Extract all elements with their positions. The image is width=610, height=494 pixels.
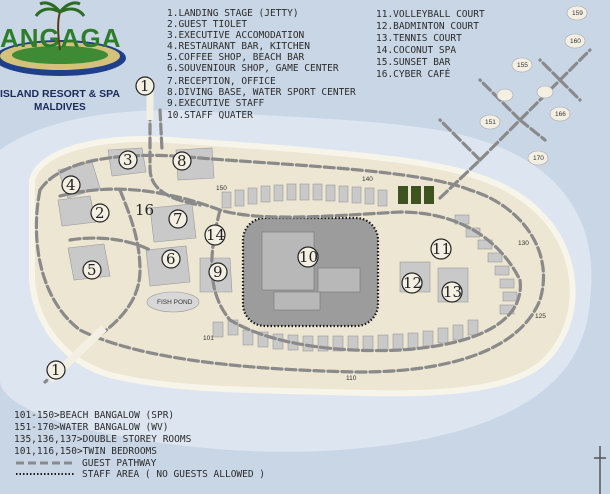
svg-text:151: 151: [485, 119, 496, 126]
beach-bungalows-south: [212, 319, 479, 352]
svg-text:8: 8: [177, 152, 187, 170]
beach-bungalow-numbers: 150 140 130 125 101 110: [203, 176, 546, 382]
svg-text:101,116,150>TWIN BEDROOMS: 101,116,150>TWIN BEDROOMS: [14, 446, 157, 457]
svg-text:2.GUEST TIOLET: 2.GUEST TIOLET: [167, 19, 247, 30]
svg-text:135,136,137>DOUBLE STOREY ROOM: 135,136,137>DOUBLE STOREY ROOMS: [14, 434, 192, 445]
svg-text:3: 3: [123, 151, 133, 169]
svg-text:110: 110: [346, 375, 357, 382]
svg-text:14.COCONUT SPA: 14.COCONUT SPA: [376, 45, 456, 56]
marker-8[interactable]: 8: [172, 151, 192, 171]
svg-text:1: 1: [51, 361, 61, 379]
marker-16[interactable]: 16: [135, 201, 154, 219]
svg-text:6.SOUVENIOUR SHOP, GAME CENTER: 6.SOUVENIOUR SHOP, GAME CENTER: [167, 63, 339, 74]
marker-9[interactable]: 9: [208, 262, 228, 282]
marker-11[interactable]: 11: [430, 238, 452, 260]
marker-2[interactable]: 2: [90, 203, 110, 223]
svg-text:15.SUNSET BAR: 15.SUNSET BAR: [376, 57, 451, 68]
svg-text:2: 2: [95, 204, 105, 222]
legend-facilities-left: 1.LANDING STAGE (JETTY) 2.GUEST TIOLET 3…: [167, 8, 356, 121]
svg-text:12: 12: [403, 274, 422, 292]
beach-bungalows-north: [221, 183, 388, 209]
logo-line1: ISLAND RESORT & SPA: [0, 88, 120, 100]
svg-text:125: 125: [535, 313, 546, 320]
svg-text:101-150>BEACH BANGALOW (SPR): 101-150>BEACH BANGALOW (SPR): [14, 410, 174, 421]
logo-name: ANGAGA: [0, 23, 122, 53]
palm-icon: [34, 1, 86, 51]
svg-text:155: 155: [517, 62, 528, 69]
svg-text:3.EXECUTIVE ACCOMODATION: 3.EXECUTIVE ACCOMODATION: [167, 30, 305, 41]
svg-text:160: 160: [570, 38, 581, 45]
marker-1-jetty[interactable]: 1: [46, 360, 66, 380]
svg-text:11.VOLLEYBALL COURT: 11.VOLLEYBALL COURT: [376, 9, 485, 20]
fish-pond: [146, 291, 200, 313]
svg-text:16: 16: [135, 201, 154, 219]
svg-text:4: 4: [66, 176, 76, 194]
staff-building: [317, 267, 361, 293]
fish-pond-label: FISH POND: [157, 299, 193, 306]
marker-3[interactable]: 3: [118, 150, 138, 170]
svg-text:9: 9: [213, 263, 223, 281]
svg-text:11: 11: [432, 240, 451, 258]
courts: [398, 186, 434, 204]
svg-text:4.RESTAURANT BAR, KITCHEN: 4.RESTAURANT BAR, KITCHEN: [167, 41, 310, 52]
svg-text:9.EXECUTIVE STAFF: 9.EXECUTIVE STAFF: [167, 98, 265, 109]
svg-text:150: 150: [216, 185, 227, 192]
svg-text:159: 159: [572, 10, 583, 17]
marker-6[interactable]: 6: [161, 249, 181, 269]
svg-text:1.LANDING STAGE (JETTY): 1.LANDING STAGE (JETTY): [167, 8, 299, 19]
svg-text:101: 101: [203, 335, 214, 342]
svg-text:140: 140: [362, 176, 373, 183]
marker-10[interactable]: 10: [297, 246, 319, 268]
marker-5[interactable]: 5: [82, 260, 102, 280]
svg-text:13.TENNIS COURT: 13.TENNIS COURT: [376, 33, 462, 44]
svg-text:8.DIVING BASE, WATER SPORT CEN: 8.DIVING BASE, WATER SPORT CENTER: [167, 87, 356, 98]
compass-icon: [594, 446, 606, 494]
svg-text:STAFF AREA ( NO GUESTS ALLOWED: STAFF AREA ( NO GUESTS ALLOWED ): [82, 469, 265, 480]
svg-text:16.CYBER CAFÉ: 16.CYBER CAFÉ: [376, 68, 451, 80]
svg-text:13: 13: [443, 283, 462, 301]
svg-text:166: 166: [555, 111, 566, 118]
marker-7[interactable]: 7: [168, 209, 188, 229]
svg-text:10.STAFF QUATER: 10.STAFF QUATER: [167, 110, 253, 121]
svg-text:10: 10: [299, 248, 318, 266]
svg-text:6: 6: [166, 250, 176, 268]
marker-12[interactable]: 12: [401, 272, 423, 294]
guest-pathways: [34, 48, 592, 384]
water-bungalow-numbers: 159 160 155 166 151 170: [485, 10, 583, 162]
water-bungalows: [479, 5, 588, 166]
svg-text:151-170>WATER BANGALOW (WV): 151-170>WATER BANGALOW (WV): [14, 422, 168, 433]
logo: ANGAGA ISLAND RESORT & SPA MALDIVES: [0, 1, 126, 113]
logo-line2: MALDIVES: [34, 102, 86, 113]
svg-text:12.BADMINTON COURT: 12.BADMINTON COURT: [376, 21, 479, 32]
marker-13[interactable]: 13: [441, 281, 463, 303]
svg-text:5.COFFEE SHOP, BEACH BAR: 5.COFFEE SHOP, BEACH BAR: [167, 52, 305, 63]
svg-text:7.RECEPTION, OFFICE: 7.RECEPTION, OFFICE: [167, 76, 276, 87]
legend-facilities-right: 11.VOLLEYBALL COURT 12.BADMINTON COURT 1…: [376, 9, 485, 80]
svg-text:170: 170: [533, 155, 544, 162]
marker-4[interactable]: 4: [61, 175, 81, 195]
svg-text:GUEST PATHWAY: GUEST PATHWAY: [82, 458, 157, 469]
svg-text:130: 130: [518, 240, 529, 247]
svg-text:7: 7: [173, 210, 183, 228]
svg-text:14: 14: [206, 226, 225, 244]
svg-text:1: 1: [140, 77, 150, 95]
staff-building: [273, 291, 321, 311]
legend-key: 101-150>BEACH BANGALOW (SPR) 151-170>WAT…: [14, 410, 265, 480]
marker-14[interactable]: 14: [204, 224, 226, 246]
svg-text:5: 5: [87, 261, 97, 279]
marker-1-north[interactable]: 1: [135, 76, 155, 96]
